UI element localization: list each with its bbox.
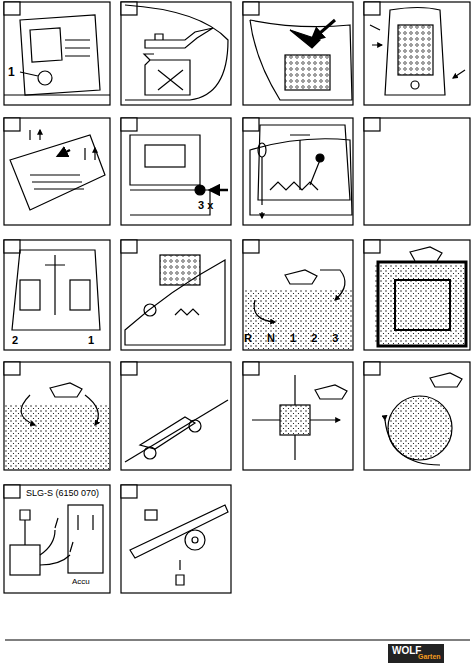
- hood-sketch: [250, 20, 352, 100]
- turn-pattern: [5, 383, 109, 469]
- footer-rule: [5, 639, 470, 640]
- callout-number: 2: [12, 335, 18, 346]
- fuel-oil-symbols: [125, 5, 228, 100]
- mower-top-view: [370, 8, 465, 96]
- gear-positions: R N 1 2 3: [244, 333, 338, 344]
- count-note: 3 x: [198, 200, 213, 211]
- callout-number: 1: [88, 335, 94, 346]
- panel-frame: [4, 2, 470, 593]
- mowing-pattern: [244, 270, 352, 349]
- slope-sketch: [125, 400, 228, 462]
- logo-box: [388, 644, 444, 663]
- brand-logo: WOLF: [392, 646, 421, 656]
- brand-logo: Garten: [418, 653, 441, 660]
- height-lever: [250, 139, 352, 215]
- engine-sketch: [4, 15, 110, 95]
- blade-sketch: [130, 505, 228, 585]
- panel-tab: [4, 2, 380, 498]
- side-view-sketch: [125, 255, 225, 345]
- deck-screws: [10, 130, 105, 210]
- obstacle-pattern: [252, 375, 347, 460]
- battery-charger: [10, 505, 103, 575]
- model-number: SLG-S (6150 070): [26, 489, 99, 498]
- perimeter-pattern: [375, 247, 466, 346]
- battery-label: Accu: [72, 578, 90, 586]
- circle-pattern: [385, 373, 462, 465]
- pedal-sketch: [12, 250, 100, 330]
- engine-primer: [130, 135, 228, 215]
- callout-number: 1: [8, 66, 15, 78]
